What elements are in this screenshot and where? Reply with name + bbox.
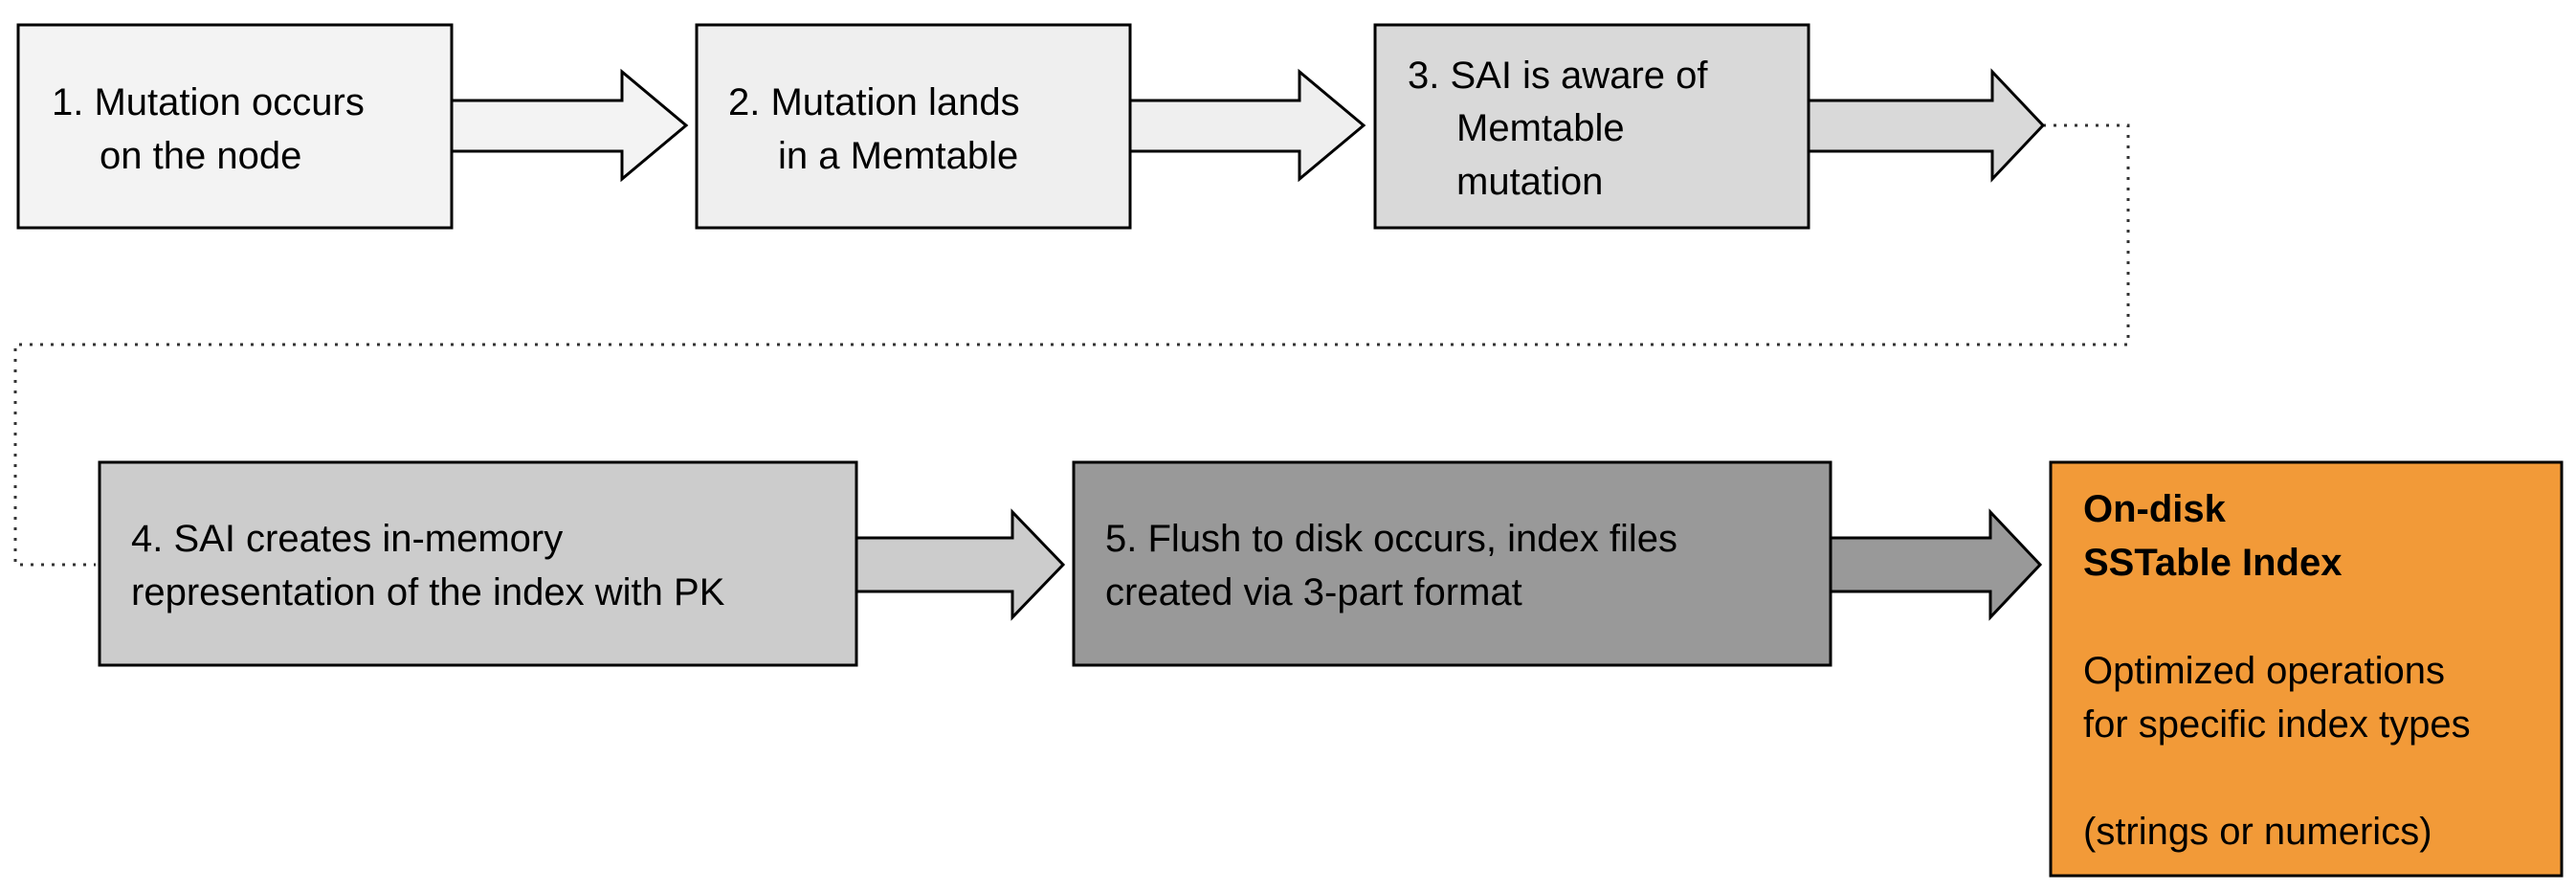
arrow-4-to-5 xyxy=(850,508,1066,621)
arrow-3-to-next xyxy=(1800,68,2046,183)
step-2-box xyxy=(695,23,1132,230)
step-1-text: 1. Mutation occurs on the node xyxy=(52,81,375,177)
step-2-text: 2. Mutation lands in a Memtable xyxy=(728,81,1031,177)
step-5-box xyxy=(1072,460,1832,667)
step-5-text: 5. Flush to disk occurs, index files cre… xyxy=(1105,518,1688,613)
final-index-note: (strings or numerics) xyxy=(2083,811,2432,853)
final-index-description: Optimized operations for specific index … xyxy=(2083,650,2471,746)
arrow-1-to-2 xyxy=(440,68,689,183)
step-4-box xyxy=(98,460,858,667)
arrow-5-to-final xyxy=(1826,508,2043,621)
step-1-box xyxy=(16,23,454,230)
dotted-connector xyxy=(13,123,2130,567)
final-index-title: On-disk SSTable Index xyxy=(2083,488,2342,584)
step-4-text: 4. SAI creates in-memory representation … xyxy=(131,518,725,613)
arrow-2-to-3 xyxy=(1121,68,1366,183)
final-index-box xyxy=(2049,460,2564,878)
step-3-box xyxy=(1373,23,1810,230)
step-3-text: 3. SAI is aware of Memtable mutation xyxy=(1408,55,1719,203)
